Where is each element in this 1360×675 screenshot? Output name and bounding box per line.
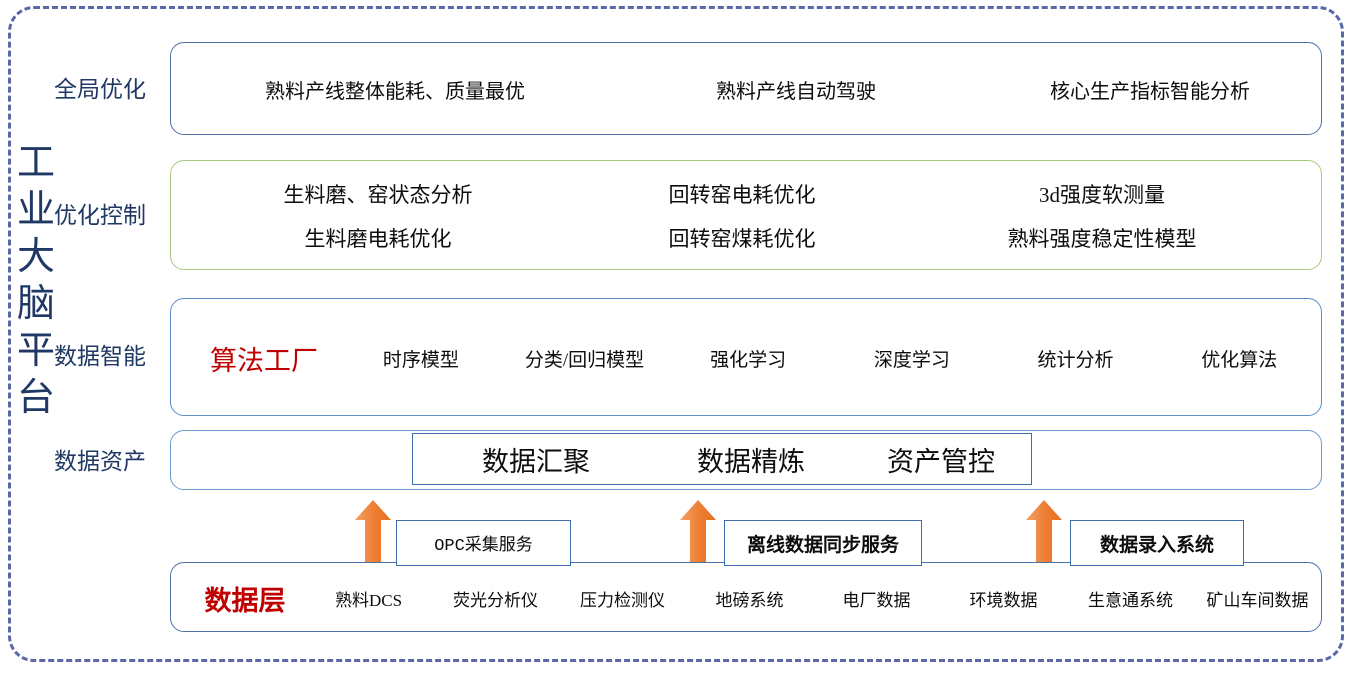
layer-column: 3d强度软测量 熟料强度稳定性模型 <box>937 179 1267 253</box>
data-source-item: 地磅系统 <box>715 590 784 610</box>
layer-item: 生料磨、窑状态分析 <box>283 183 473 207</box>
service-box-label: 数据录入系统 <box>1099 534 1214 556</box>
service-box-data-entry: 数据录入系统 <box>1070 520 1244 566</box>
layer-item: 深度学习 <box>873 349 950 371</box>
platform-vertical-title: 工 业 大 脑 平 台 <box>16 142 55 419</box>
data-source-item: 矿山车间数据 <box>1206 590 1309 610</box>
layer-label-data-intelligence: 数据智能 <box>54 344 146 369</box>
layer-box-optimization-control: 生料磨、窑状态分析 生料磨电耗优化 回转窑电耗优化 回转窑煤耗优化 3d强度软测… <box>170 160 1322 270</box>
up-arrow-icon <box>1026 500 1062 562</box>
layer-item: 3d强度软测量 <box>1039 183 1165 207</box>
layer-item: 生料磨电耗优化 <box>304 227 452 251</box>
layer-item: 回转窑电耗优化 <box>668 183 816 207</box>
layer-item: 统计分析 <box>1037 349 1114 371</box>
service-box-label: OPC采集服务 <box>434 537 533 556</box>
layer-box-global-optimization: 熟料产线整体能耗、质量最优 熟料产线自动驾驶 核心生产指标智能分析 <box>170 42 1322 135</box>
layer-item: 时序模型 <box>382 349 459 371</box>
service-box-opc-collection: OPC采集服务 <box>396 520 571 566</box>
data-source-item: 熟料DCS <box>334 590 403 610</box>
data-asset-item: 数据汇聚 <box>482 446 590 477</box>
data-asset-item: 数据精炼 <box>697 446 805 477</box>
service-box-offline-sync: 离线数据同步服务 <box>724 520 922 566</box>
up-arrow-icon <box>355 500 391 562</box>
algorithm-factory-highlight: 算法工厂 <box>210 345 318 376</box>
up-arrow-icon <box>680 500 716 562</box>
data-asset-item: 资产管控 <box>887 446 995 477</box>
data-source-item: 环境数据 <box>969 590 1038 610</box>
layer-column: 生料磨、窑状态分析 生料磨电耗优化 <box>203 179 553 253</box>
layer-box-data-intelligence: 算法工厂 时序模型 分类/回归模型 强化学习 深度学习 统计分析 优化算法 <box>170 298 1322 416</box>
layer-column: 回转窑电耗优化 回转窑煤耗优化 <box>577 179 907 253</box>
data-source-item: 生意通系统 <box>1088 590 1173 610</box>
data-asset-inner-box: 数据汇聚 数据精炼 资产管控 <box>412 433 1032 485</box>
data-source-item: 电厂数据 <box>842 590 911 610</box>
layer-item: 分类/回归模型 <box>524 349 645 371</box>
layer-label-global-optimization: 全局优化 <box>54 77 146 102</box>
layer-item: 优化算法 <box>1201 349 1278 371</box>
layer-item: 强化学习 <box>710 349 787 371</box>
layer-item: 熟料产线整体能耗、质量最优 <box>265 81 525 103</box>
data-layer-highlight: 数据层 <box>204 585 286 616</box>
layer-item: 核心生产指标智能分析 <box>1050 81 1250 103</box>
layer-item: 回转窑煤耗优化 <box>668 227 816 251</box>
layer-box-data-layer: 数据层 熟料DCS 荧光分析仪 压力检测仪 地磅系统 电厂数据 环境数据 生意通… <box>170 562 1322 632</box>
outer-dashed-frame <box>8 6 1344 662</box>
service-box-label: 离线数据同步服务 <box>746 534 899 556</box>
layer-item: 熟料产线自动驾驶 <box>716 81 876 103</box>
data-source-item: 压力检测仪 <box>580 590 665 610</box>
data-source-item: 荧光分析仪 <box>453 590 538 610</box>
layer-item: 熟料强度稳定性模型 <box>1007 227 1197 251</box>
layer-label-data-asset: 数据资产 <box>54 449 146 474</box>
layer-label-optimization-control: 优化控制 <box>54 203 146 228</box>
